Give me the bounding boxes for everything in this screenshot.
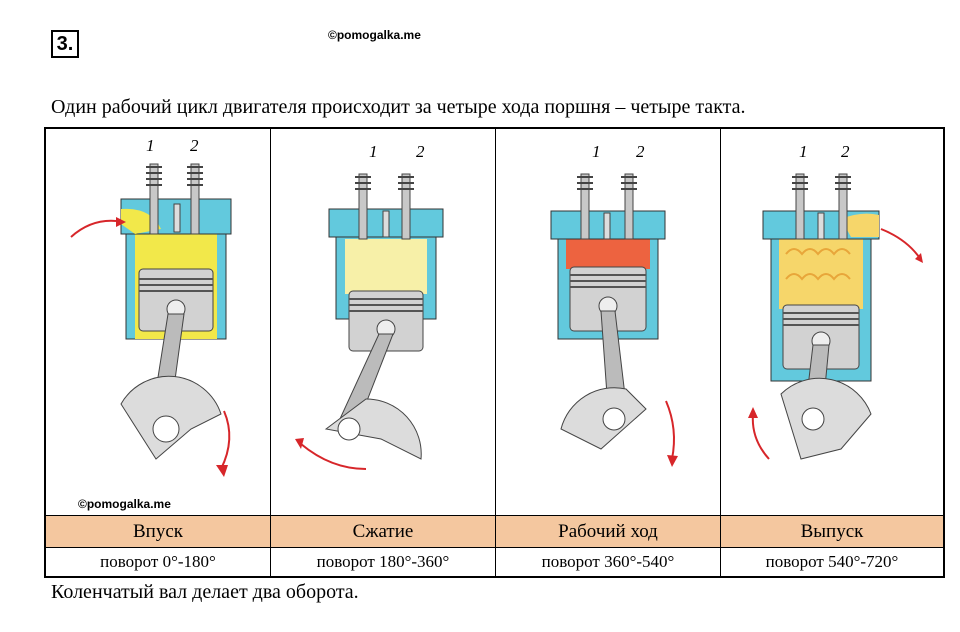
crank-rotation-arrow: [300, 443, 367, 470]
power-stroke-illustration: 1 2: [496, 129, 721, 515]
intake-illustration: 1 2 ©pomogalka.me: [46, 129, 271, 515]
svg-text:2: 2: [416, 142, 425, 161]
watermark-top: ©pomogalka.me: [328, 28, 421, 42]
intake-engine-diagram: 1 2: [70, 136, 232, 477]
stroke-name-power: Рабочий ход: [496, 515, 721, 547]
svg-text:1: 1: [799, 142, 808, 161]
valve-springs: [146, 166, 203, 186]
svg-text:1: 1: [592, 142, 601, 161]
crank-rotation-arrow: [220, 410, 231, 470]
crank-rotation-arrow: [665, 400, 675, 460]
compressed-mixture: [345, 239, 427, 294]
crankshaft-journal: [152, 415, 180, 443]
svg-text:2: 2: [841, 142, 850, 161]
valve-2: [190, 163, 200, 235]
spark-plug: [173, 203, 181, 233]
rotation-power: поворот 360°-540°: [496, 547, 721, 576]
task-number-box: 3.: [51, 30, 79, 58]
compression-illustration: 1 2: [271, 129, 496, 515]
rotation-compression: поворот 180°-360°: [271, 547, 496, 576]
power-engine-diagram: 1 2: [550, 142, 678, 467]
rotation-exhaust: поворот 540°-720°: [721, 547, 943, 576]
exhaust-engine-diagram: 1 2: [748, 142, 923, 460]
engine-strokes-table: 1 2 ©pomogalka.me 1: [44, 127, 945, 578]
conclusion-text: Коленчатый вал делает два оборота.: [51, 581, 359, 603]
watermark-bottom: ©pomogalka.me: [78, 497, 171, 511]
crank-rotation-arrow: [751, 413, 770, 460]
intro-text: Один рабочий цикл двигателя происходит з…: [51, 96, 746, 118]
svg-text:1: 1: [369, 142, 378, 161]
piston-rings: [139, 278, 213, 292]
intake-flow-arrow: [70, 219, 117, 238]
stroke-name-exhaust: Выпуск: [721, 515, 943, 547]
exhaust-flow-arrow: [880, 228, 920, 258]
svg-text:2: 2: [636, 142, 645, 161]
compression-engine-diagram: 1 2: [295, 142, 444, 470]
exhaust-illustration: 1 2: [721, 129, 943, 515]
rotation-intake: поворот 0°-180°: [46, 547, 271, 576]
valve-2-label: 2: [190, 136, 199, 155]
stroke-name-compression: Сжатие: [271, 515, 496, 547]
valve-1-label: 1: [146, 136, 155, 155]
stroke-name-intake: Впуск: [46, 515, 271, 547]
combustion-flash: [566, 239, 650, 269]
valve-1: [149, 163, 159, 235]
